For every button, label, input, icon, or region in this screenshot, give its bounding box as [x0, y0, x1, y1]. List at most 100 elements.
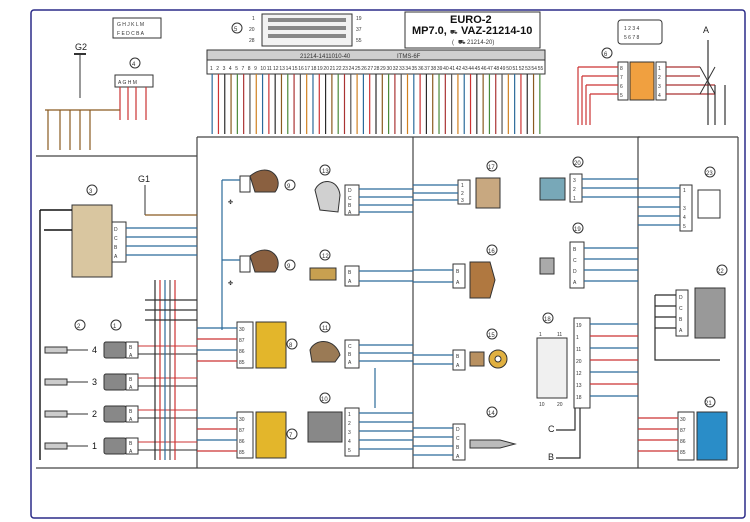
ecu-pin-label: 41	[449, 66, 455, 72]
c23-1: 1	[683, 188, 686, 194]
inj-pin-a: A	[129, 417, 133, 423]
r21-86: 86	[680, 439, 686, 445]
relay-pin: 87	[239, 428, 245, 434]
title-line3: (	[452, 40, 454, 46]
d18-pin: 12	[576, 371, 582, 377]
injector-body	[103, 341, 127, 359]
ecu-pin-label: 3	[223, 66, 226, 72]
relay-pin: 85	[239, 450, 245, 456]
c6-6: 6	[620, 84, 623, 90]
c19-d: D	[573, 269, 577, 275]
r21-85: 85	[680, 450, 686, 456]
d18-pin: 13	[576, 383, 582, 389]
ecu-pin-label: 4	[229, 66, 232, 72]
sensor-14: 14 D C B A	[413, 406, 517, 461]
injector-connector	[125, 437, 139, 455]
s14-d: D	[456, 427, 460, 433]
sensor-15: 15 B A	[413, 328, 508, 371]
injector-connector	[125, 405, 139, 423]
ecu-pin-label: 19	[317, 66, 323, 72]
relay-7: 30 87 86 85 7	[197, 411, 298, 459]
relay-pin: 85	[239, 360, 245, 366]
c23-3: 3	[683, 206, 686, 212]
injector-connector	[125, 341, 139, 359]
ecu-pin-label: 53	[525, 66, 531, 72]
relay-pin: 30	[239, 417, 245, 423]
outer-frame	[30, 9, 746, 519]
ecu-mark-20: 20	[249, 27, 255, 33]
s14-a: A	[456, 454, 460, 460]
ecu-pin-label: 18	[311, 66, 317, 72]
diag-connector-small: G H J K L M F E D C B A	[112, 17, 162, 39]
relay-callout: 7	[289, 433, 293, 439]
plug-number: 3	[92, 377, 97, 387]
s16-b: B	[456, 269, 460, 275]
ecu-pin-label: 12	[273, 66, 279, 72]
connector-6: 6 8 7 6 5 1 2 3 4	[577, 40, 726, 125]
inj-pin-b: B	[129, 345, 133, 351]
s14-c: C	[456, 436, 460, 442]
sensor-17: 17 1 2 3	[413, 160, 501, 209]
ecu-pin-label: 35	[412, 66, 418, 72]
spark-plug	[44, 442, 68, 450]
ecu-pin-label: 11	[267, 66, 272, 72]
c6-7: 7	[620, 75, 623, 81]
s13-b: B	[348, 203, 352, 209]
callout-20-label: 20	[574, 161, 581, 167]
callout-9a	[284, 179, 296, 191]
s17-1: 1	[461, 183, 464, 189]
s15-b: B	[456, 354, 460, 360]
ecu-pin-label: 43	[462, 66, 468, 72]
ecu-pin-label: 33	[399, 66, 405, 72]
s10-3: 3	[348, 430, 351, 436]
ecu-pin-label: 16	[298, 66, 304, 72]
module-3: 3 G1 D C B A	[39, 174, 197, 460]
ecu-pin-label: 36	[418, 66, 424, 72]
title-line2: MP7.0,	[412, 25, 447, 37]
sensor-13: 13 D C B A	[314, 164, 413, 216]
ecu-pin-label: 52	[519, 66, 525, 72]
ecu-pin-label: 42	[456, 66, 462, 72]
relay-callout: 8	[289, 343, 293, 349]
c6-8: 8	[620, 66, 623, 72]
s17-3: 3	[461, 198, 464, 204]
car-icon: ⛟	[450, 30, 458, 36]
relay-pin: 86	[239, 439, 245, 445]
plug-number: 1	[92, 441, 97, 451]
ecu-pin-label: 30	[386, 66, 392, 72]
ecu-pin-label: 55	[538, 66, 544, 72]
callout-19-label: 19	[574, 227, 581, 233]
sensor-10: 10 1 2 3 4 5	[307, 368, 413, 457]
spark-plug	[44, 378, 68, 386]
s11-c: C	[348, 344, 352, 350]
callout-4	[129, 57, 141, 69]
relays-group: 30 87 86 85 8 30 87 86 85 7	[197, 321, 298, 459]
c23-4: 4	[683, 215, 686, 221]
ecu-pin-label: 48	[494, 66, 500, 72]
ecu-pin-label: 37	[424, 66, 430, 72]
ecu-pin-label: 7	[242, 66, 245, 72]
callout-9b	[284, 259, 296, 271]
d18-top-1: 1	[539, 332, 542, 338]
s10-5: 5	[348, 448, 351, 454]
d18-pin: 18	[576, 395, 582, 401]
ecu-pin-label: 27	[368, 66, 374, 72]
c22-d: D	[679, 295, 683, 301]
d18-pin: 20	[576, 359, 582, 365]
spark-plug	[44, 346, 68, 354]
spark-plug	[44, 410, 68, 418]
callout-17-label: 17	[488, 165, 495, 171]
ecu-pin-label: 40	[443, 66, 449, 72]
ecu-mark-19: 19	[356, 16, 362, 22]
injector-body	[103, 405, 127, 423]
c6-4: 4	[658, 93, 661, 99]
ecu-suffix: ITMS-6F	[397, 54, 421, 60]
ecu-pin-label: 51	[512, 66, 518, 72]
s14-b: B	[456, 445, 460, 451]
ecu-pin-label: 14	[286, 66, 292, 72]
